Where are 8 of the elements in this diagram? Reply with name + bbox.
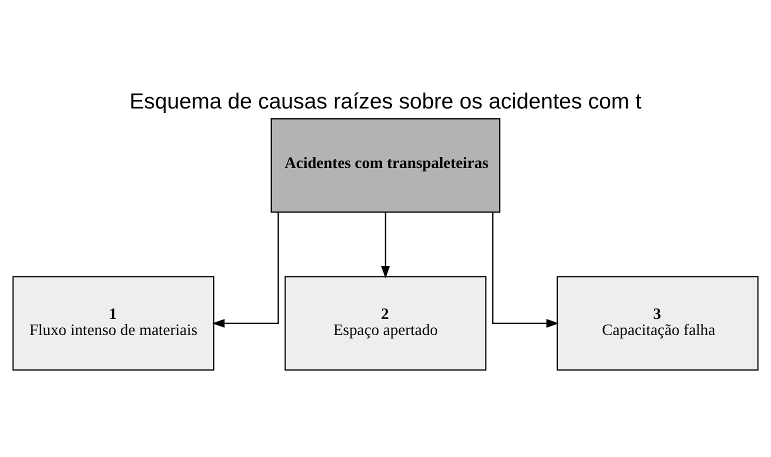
node-box: Acidentes com transpaleteiras	[270, 118, 500, 213]
arrow	[212, 212, 279, 328]
node-box: 2 Espaço apertado	[284, 276, 486, 371]
diagram-title: Esquema de causas raízes sobre os acidentes com t	[129, 88, 642, 114]
node-box: 1 Fluxo intenso de materiais	[12, 276, 214, 371]
arrow	[381, 212, 390, 279]
arrow	[492, 212, 559, 328]
node-box: 3 Capacitação falha	[556, 276, 759, 371]
